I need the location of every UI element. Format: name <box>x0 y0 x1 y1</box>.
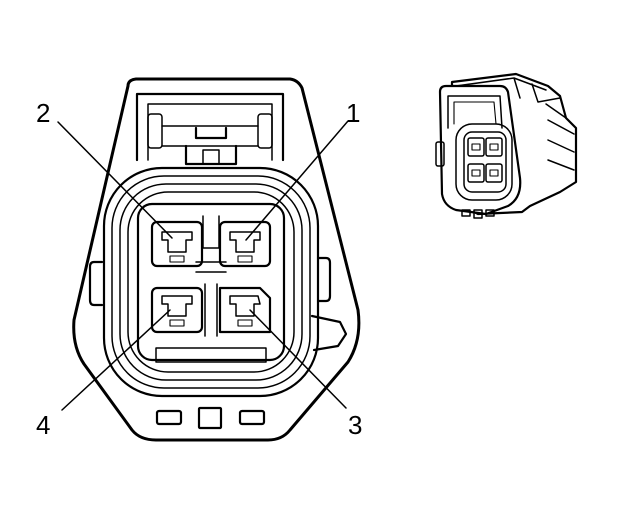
iso-pin-br <box>485 163 503 183</box>
seal-ring-outer <box>102 166 320 398</box>
terminal-cavity-block <box>136 202 286 362</box>
iso-latch-inner <box>453 101 497 125</box>
latch-right-post <box>257 113 273 149</box>
pin-label-4: 4 <box>36 410 50 440</box>
lower-key-slot <box>155 347 267 363</box>
iso-body-top-ridge <box>455 77 561 103</box>
latch-frame <box>135 92 285 162</box>
pin-cavity-3 <box>218 286 272 334</box>
iso-latch-frame <box>447 95 503 129</box>
seal-ring-3 <box>119 183 303 381</box>
latch-inner-frame <box>147 103 273 161</box>
connector-housing-outline <box>72 77 361 442</box>
center-divider <box>195 215 227 337</box>
right-lower-tab <box>310 314 348 352</box>
pin-label-2: 2 <box>36 98 50 128</box>
pin-cavity-1 <box>218 220 272 268</box>
pin-cavity-2 <box>150 220 204 268</box>
leader-line-pin2 <box>57 121 173 239</box>
seal-ring-4 <box>127 191 295 373</box>
iso-side-tab <box>435 141 445 167</box>
leader-line-pin3 <box>249 309 347 409</box>
leader-line-pin4 <box>61 309 171 411</box>
latch-left-post <box>147 113 163 149</box>
iso-pin-tr <box>485 137 503 157</box>
pin-label-1: 1 <box>346 98 360 128</box>
latch-button-nub <box>202 149 220 165</box>
seal-ring-2 <box>111 175 311 389</box>
iso-bottom-slots <box>461 209 495 219</box>
iso-pin-tl <box>467 137 485 157</box>
iso-pin-bl <box>467 163 485 183</box>
pin-cavity-4 <box>150 286 204 334</box>
connector-face-view: 2 1 4 3 <box>36 77 362 442</box>
right-side-tab <box>316 256 332 303</box>
pin-label-3: 3 <box>348 410 362 440</box>
iso-cavity-block <box>463 131 507 193</box>
connector-isometric-view <box>435 72 578 219</box>
bottom-slot-center <box>197 406 223 430</box>
left-side-tab <box>88 260 104 307</box>
iso-pin-details <box>471 143 499 177</box>
iso-right-ribs <box>545 103 575 171</box>
bottom-slot-right <box>238 409 266 426</box>
bottom-slot-left <box>155 409 183 426</box>
iso-seal-ring <box>455 123 513 201</box>
leader-line-pin1 <box>245 120 349 241</box>
